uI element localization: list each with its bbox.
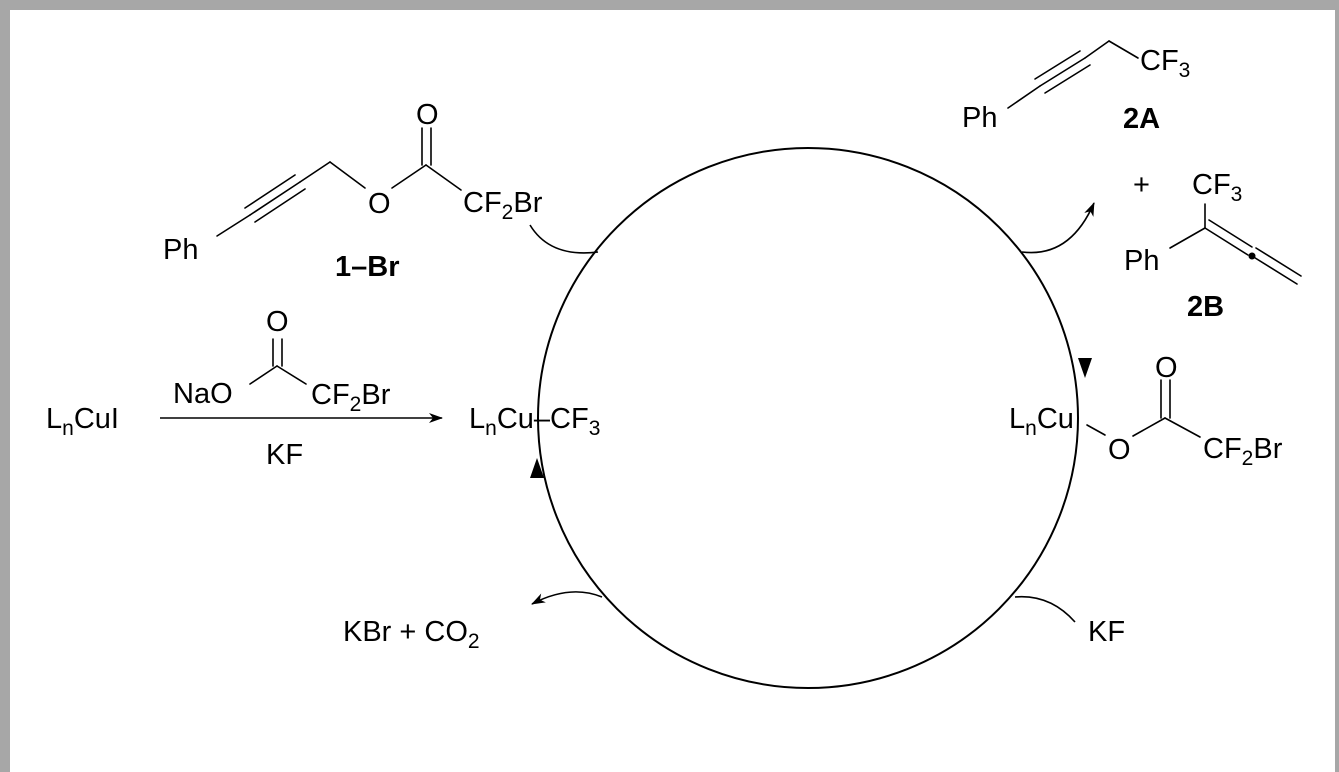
start-catalyst-label: LnCuI — [46, 403, 119, 440]
product-2b-double-bond-2a — [1251, 255, 1298, 285]
product-2a-triple-bond-3 — [1044, 64, 1091, 94]
substrate-bond-c-cf2 — [425, 164, 462, 191]
product-2b-double-bond-1a — [1204, 227, 1249, 256]
plus-sign: + — [1133, 169, 1150, 201]
cu-ester-intermediate: LnCu O O CF2Br — [1009, 352, 1283, 470]
product-2a-cf3-label: CF3 — [1140, 45, 1190, 82]
kf-in-label: KF — [1088, 616, 1125, 648]
product-2a-triple-bond-1 — [1039, 57, 1086, 87]
substrate-phenyl-label: Ph — [163, 234, 198, 266]
product-2a-triple-bond-2 — [1034, 50, 1081, 80]
cu-ester-bond-cu-o — [1086, 424, 1106, 436]
reagent-bond-1 — [249, 365, 278, 385]
substrate-entry-arrow — [529, 224, 599, 254]
product-2b-double-bond-2b — [1255, 247, 1302, 277]
substrate-bond-ph — [216, 214, 251, 237]
catalytic-cycle-diagram: LnCuI NaO O CF2Br KF LnCu–CF3 O O CF2Br … — [46, 40, 1302, 689]
byproduct-label: KBr + CO2 — [343, 616, 480, 653]
substrate-1-br: O O CF2Br Ph 1–Br — [163, 99, 543, 283]
cu-ester-bond-o-c — [1132, 417, 1166, 437]
substrate-bond-ch2-o — [329, 161, 366, 189]
catalytic-cycle-ring — [537, 147, 1079, 689]
reagent-nao-label: NaO — [173, 378, 233, 410]
cu-cf3-label: LnCu–CF3 — [469, 403, 600, 440]
substrate-group-label: CF2Br — [463, 187, 543, 224]
substrate-carbonyl-o: O — [416, 99, 439, 131]
product-2b-code-label: 2B — [1187, 291, 1224, 323]
cu-ester-carbonyl-o: O — [1155, 352, 1178, 384]
cu-ester-cu-label: LnCu — [1009, 403, 1074, 440]
product-2a-code-label: 2A — [1123, 103, 1160, 135]
kf-entry-arrow — [1014, 595, 1076, 623]
product-2b-bond-ph — [1169, 227, 1206, 249]
substrate-ester-o: O — [368, 188, 391, 220]
substrate-triple-bond-1 — [249, 181, 301, 216]
product-release-arrow — [1021, 202, 1095, 254]
reagent-bond-2 — [276, 365, 307, 385]
byproduct-release-arrow — [531, 591, 603, 605]
reagent-group-label: CF2Br — [311, 379, 391, 416]
product-2a-phenyl-label: Ph — [962, 102, 997, 134]
product-2a-bond-cf3 — [1108, 40, 1139, 59]
product-2a-bond-ph — [1007, 85, 1041, 109]
product-2b: CF3 Ph 2B — [1124, 169, 1302, 323]
additive-below-arrow: KF — [266, 439, 303, 471]
cu-ester-group-label: CF2Br — [1203, 433, 1283, 470]
substrate-code-label: 1–Br — [335, 251, 400, 283]
reagent-carbonyl-o: O — [266, 306, 289, 338]
product-2a-bond-ch2 — [1084, 40, 1110, 59]
product-2b-double-bond-1b — [1208, 219, 1253, 248]
cu-ester-bond-c-cf2 — [1164, 417, 1201, 438]
cycle-arrowhead-right — [1078, 358, 1092, 378]
product-2b-phenyl-label: Ph — [1124, 245, 1159, 277]
substrate-triple-bond-2 — [244, 174, 296, 209]
cu-ester-ester-o: O — [1108, 434, 1131, 466]
substrate-bond-o-c — [391, 164, 427, 189]
substrate-bond-ch2 — [299, 161, 331, 183]
product-2b-cf3-label: CF3 — [1192, 169, 1242, 206]
substrate-triple-bond-3 — [254, 188, 306, 223]
cycle-arrowhead-left — [530, 458, 544, 478]
product-2a: CF3 Ph 2A — [962, 40, 1190, 135]
